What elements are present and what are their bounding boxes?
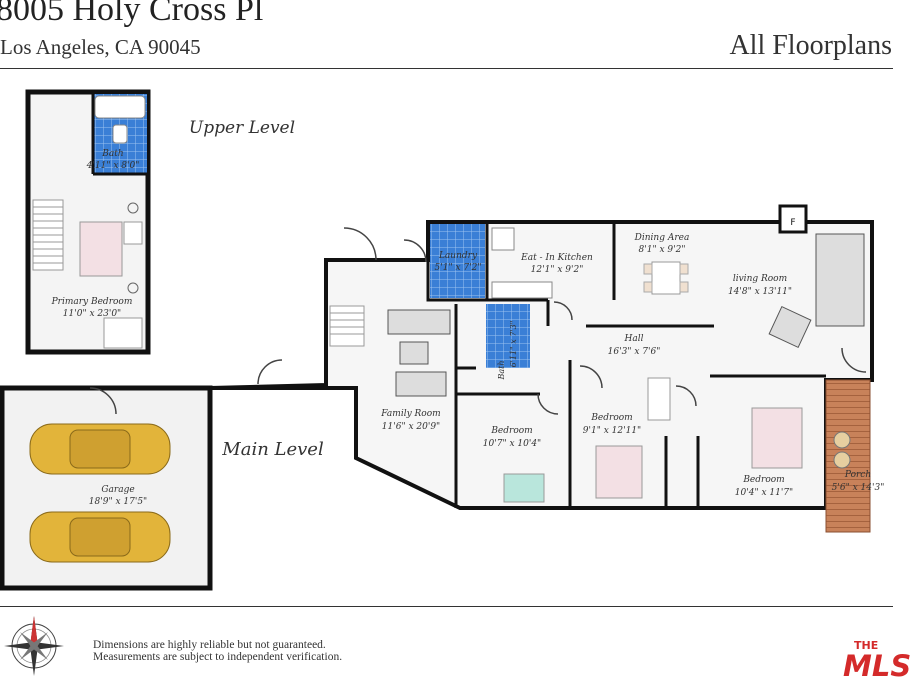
porch-chair-icon — [833, 431, 851, 449]
desk-icon — [647, 377, 671, 421]
upper-level-label: Upper Level — [189, 118, 295, 138]
bedroom-2-dims: 9'1" x 12'11" — [583, 426, 641, 436]
compass-rose-icon — [4, 616, 64, 676]
porch-name: Porch — [844, 470, 871, 480]
laundry-name: Laundry — [438, 251, 478, 261]
bed-icon — [595, 445, 643, 499]
main-bath-floor — [486, 304, 530, 368]
property-city: Los Angeles, CA 90045 — [0, 35, 201, 59]
garage-door-swing — [89, 387, 117, 415]
bedroom-1-dims: 10'7" x 10'4" — [483, 439, 541, 449]
bedroom-3-name: Bedroom — [742, 475, 784, 485]
upper-bath-dims: 4'11" x 8'0" — [86, 161, 140, 171]
toilet-icon — [112, 124, 128, 144]
dining-name: Dining Area — [634, 233, 690, 243]
living-dims: 14'8" x 13'11" — [728, 287, 792, 297]
main-stairs-icon — [329, 305, 365, 347]
fireplace-mark: F — [790, 218, 795, 228]
garage-name: Garage — [101, 485, 134, 495]
garage-plan — [0, 385, 213, 591]
upper-level-plan — [25, 89, 151, 355]
upper-bath-name: Bath — [101, 149, 123, 159]
sofa-icon — [815, 233, 865, 327]
hall-dims: 16'3" x 7'6" — [608, 347, 661, 357]
kitchen-appliances — [491, 227, 553, 299]
bedroom-desk-icon — [503, 473, 545, 503]
disclaimer-line-2: Measurements are subject to independent … — [93, 651, 343, 663]
laundry-floor — [430, 224, 485, 298]
family-room-name: Family Room — [380, 409, 440, 419]
armchair-icon — [768, 305, 812, 349]
main-level-plan — [209, 220, 874, 510]
porch-dims: 5'6" x 14'3" — [832, 483, 885, 493]
family-room-furniture — [387, 309, 451, 397]
mls-logo-main: MLS — [843, 649, 911, 678]
bedroom-3-dims: 10'4" x 11'7" — [735, 488, 793, 498]
dining-table-icon — [643, 261, 689, 295]
bed-icon — [751, 407, 803, 469]
door-swings — [257, 227, 867, 415]
primary-bedroom-dims: 11'0" x 23'0" — [63, 309, 121, 319]
primary-bed-icon — [79, 221, 123, 277]
page-title: All Floorplans — [729, 30, 892, 61]
primary-bedroom-name: Primary Bedroom — [51, 297, 133, 307]
car-icon — [29, 511, 171, 563]
porch-chair-icon — [833, 451, 851, 469]
hall-name: Hall — [624, 334, 644, 344]
bedroom-1-name: Bedroom — [490, 426, 532, 436]
main-bath-label: Bath 6'11" x 7'3" — [497, 321, 518, 381]
nightstand-icon — [123, 221, 143, 245]
dining-dims: 8'1" x 9'2" — [639, 245, 686, 255]
property-address: 8005 Holy Cross Pl — [0, 0, 264, 28]
mls-logo-top: THE — [854, 639, 878, 652]
fireplace-icon — [778, 204, 808, 234]
kitchen-name: Eat - In Kitchen — [520, 253, 593, 263]
footer-divider — [0, 606, 893, 607]
bathtub-icon — [94, 95, 146, 119]
disclaimer: Dimensions are highly reliable but not g… — [93, 639, 342, 663]
kitchen-dims: 12'1" x 9'2" — [531, 265, 584, 275]
family-room-dims: 11'6" x 20'9" — [382, 422, 440, 432]
mls-logo: THE MLS — [843, 639, 911, 678]
main-level-label: Main Level — [221, 439, 324, 460]
disclaimer-line-1: Dimensions are highly reliable but not g… — [93, 639, 326, 651]
main-bath-dims: 6'11" x 7'3" — [509, 321, 518, 368]
living-name: living Room — [733, 274, 787, 284]
outlet-icon — [127, 202, 139, 214]
stairs-icon — [32, 199, 64, 271]
outlet-icon — [127, 282, 139, 294]
header-divider — [0, 68, 893, 69]
bedroom-2-name: Bedroom — [590, 413, 632, 423]
laundry-dims: 5'1" x 7'2" — [435, 263, 482, 273]
garage-dims: 18'9" x 17'5" — [89, 497, 147, 507]
main-bath-name: Bath — [497, 360, 506, 380]
car-icon — [29, 423, 171, 475]
desk-icon — [103, 317, 143, 349]
